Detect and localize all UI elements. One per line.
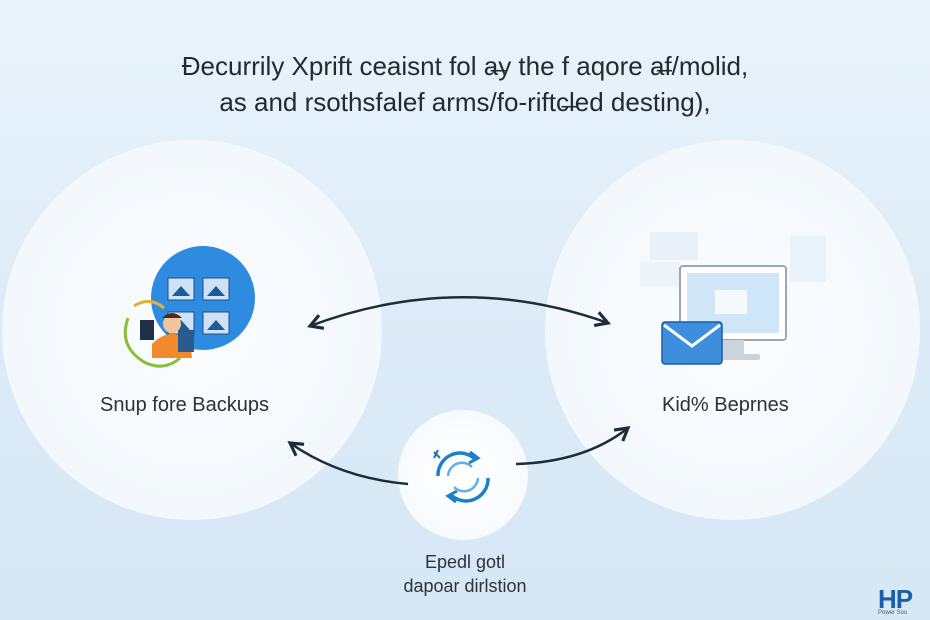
center-node-label-line-1: Epedl gotl bbox=[424, 552, 506, 572]
page-title: Ðecurrily Xprift ceaisnt fol a̶y the f a… bbox=[0, 48, 930, 120]
person-computer-icon bbox=[123, 246, 255, 368]
title-line-1: Ðecurrily Xprift ceaisnt fol a̶y the f a… bbox=[181, 51, 749, 81]
top-double-arrow bbox=[307, 296, 611, 330]
center-node-circle bbox=[398, 410, 528, 540]
title-line-2: as and rsothsfalef arms/fo-riftc̶led des… bbox=[219, 87, 711, 117]
monitor-mail-icon bbox=[640, 232, 826, 365]
bottom-left-arrow bbox=[287, 441, 409, 486]
left-node-label: Snup fore Backups bbox=[100, 394, 269, 416]
hp-logo: HP bbox=[878, 584, 913, 614]
center-node-label-line-2: dapoar dirlstion bbox=[403, 576, 527, 596]
sync-icon bbox=[433, 449, 490, 504]
right-node-label: Kid% Beprnes bbox=[662, 394, 789, 416]
bottom-right-arrow bbox=[515, 426, 631, 466]
hp-logo-subtext: Power Sou bbox=[878, 610, 908, 616]
